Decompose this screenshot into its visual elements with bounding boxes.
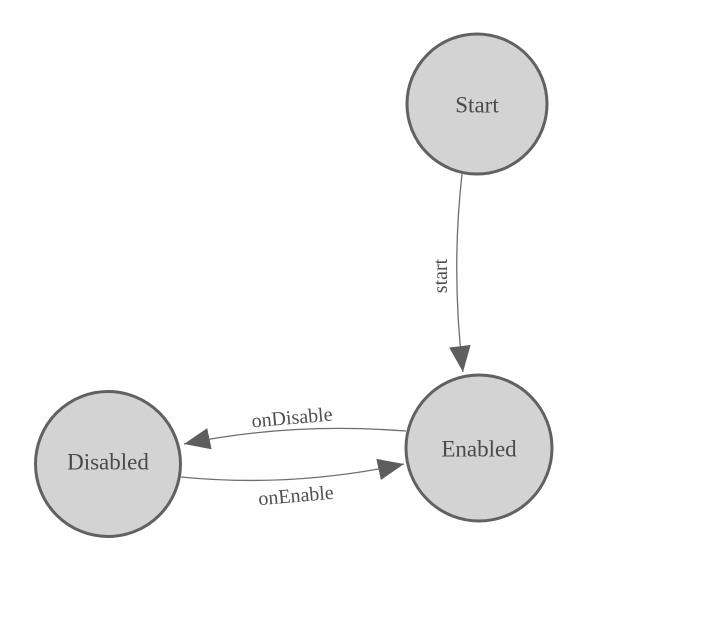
edge-enabled-to-disabled: onDisable (183, 403, 407, 450)
edge-start-to-enabled: start (430, 173, 471, 373)
edge-disabled-to-enabled: onEnable (180, 458, 405, 511)
edge-line-onenable (180, 458, 405, 482)
node-enabled-label: Enabled (441, 437, 517, 462)
node-disabled: Disabled (34, 390, 182, 538)
node-start-label: Start (455, 93, 499, 118)
edge-label-onenable: onEnable (257, 482, 334, 511)
edge-line-ondisable (183, 427, 407, 450)
node-start-circle (405, 32, 549, 176)
node-enabled: Enabled (404, 373, 554, 523)
node-disabled-label: Disabled (67, 450, 149, 475)
node-start: Start (405, 32, 549, 176)
edge-label-start: start (430, 258, 452, 293)
node-enabled-circle (404, 373, 554, 523)
edge-line-start (449, 173, 471, 373)
node-disabled-circle (34, 390, 182, 538)
